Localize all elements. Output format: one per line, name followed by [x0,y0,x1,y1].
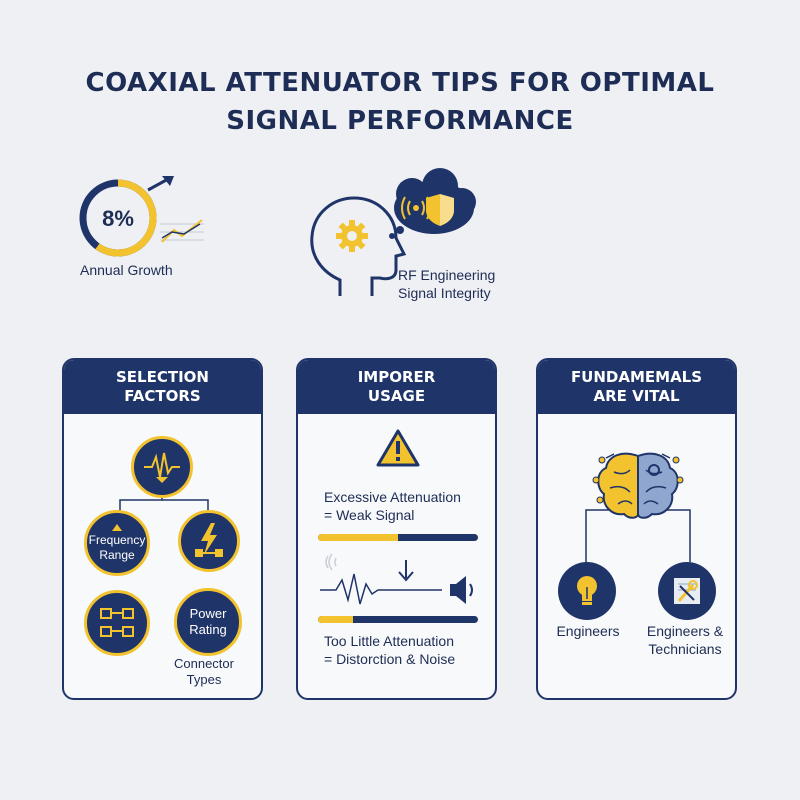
techs-line-1: Engineers & [646,623,724,639]
shield-icon [426,194,454,226]
frequency-arrow-icon [112,523,122,531]
card-heading-line-2: ARE VITAL [593,387,680,405]
little-attenuation-text: Too Little Attenuation = Distorction & N… [324,632,455,668]
thought-line-1: RF Engineering [398,267,496,283]
signal-attenuation-diagram [320,553,473,605]
connector-label-line-1: Connector [174,656,234,671]
gear-icon [336,220,368,252]
connector-label-line-2: Types [186,672,222,687]
selection-factors-card: SELECTION FACTORS Frequency Range [62,358,263,700]
little-line-1: Too Little Attenuation [324,633,454,649]
faint-signal-icon [325,553,337,571]
frequency-label-line-2: Range [99,547,135,562]
card-heading-line-1: IMPORER [357,368,436,386]
excessive-line-2: = Weak Signal [324,507,415,523]
power-rating-badge: Power Rating [174,588,242,656]
lightning-connector-icon [178,510,240,572]
thought-label: RF Engineering Signal Integrity [398,266,495,302]
lightbulb-icon [558,562,616,620]
card-header: SELECTION FACTORS [64,360,261,414]
improper-usage-card: IMPORER USAGE Excessive Attenuation = We… [296,358,497,700]
frequency-range-badge: Frequency Range [84,510,150,576]
waveform-line [320,573,442,605]
speaker-icon [450,576,473,604]
waveform-icon [131,436,193,498]
connector-types-label: Connector Types [164,656,244,688]
power-label-line-1: Power [189,606,227,621]
title-line-1: COAXIAL ATTENUATOR TIPS FOR OPTIMAL [85,68,715,98]
tools-blueprint-icon [658,562,716,620]
selection-connectors [119,496,209,512]
bar-fill [318,534,398,541]
connector-types-icon [84,590,150,656]
bar-fill [318,616,354,623]
engineers-technicians-label: Engineers & Technicians [638,622,732,658]
head-thought-icon [310,168,476,296]
engineers-label: Engineers [556,623,620,639]
excessive-attenuation-text: Excessive Attenuation = Weak Signal [324,488,461,524]
growth-ring-arc [95,179,157,257]
frequency-label-line-1: Frequency [88,532,146,547]
growth-label: Annual Growth [80,262,173,278]
card-heading-line-1: FUNDAMEMALS [570,368,703,386]
techs-line-2: Technicians [648,641,722,657]
excessive-line-1: Excessive Attenuation [324,489,461,505]
power-label-line-2: Rating [189,622,227,637]
card-header: FUNDAMEMALS ARE VITAL [538,360,735,414]
growth-gauge-icon [79,176,204,257]
title-line-2: SIGNAL PERFORMANCE [226,106,574,136]
little-line-2: = Distorction & Noise [324,651,456,667]
warning-icon [376,429,420,467]
page-title: COAXIAL ATTENUATOR TIPS FOR OPTIMAL SIGN… [0,64,800,140]
card-heading-line-2: FACTORS [124,387,201,405]
little-attenuation-bar [318,616,478,623]
brain-icon [592,452,684,519]
excessive-attenuation-bar [318,534,478,541]
growth-value: 8% [102,206,134,231]
card-heading-line-1: SELECTION [116,368,209,386]
fundamentals-card: FUNDAMEMALS ARE VITAL [536,358,737,700]
thought-line-2: Signal Integrity [398,285,491,301]
card-header: IMPORER USAGE [298,360,495,414]
card-heading-line-2: USAGE [367,387,426,405]
fundamentals-connectors [585,452,691,562]
